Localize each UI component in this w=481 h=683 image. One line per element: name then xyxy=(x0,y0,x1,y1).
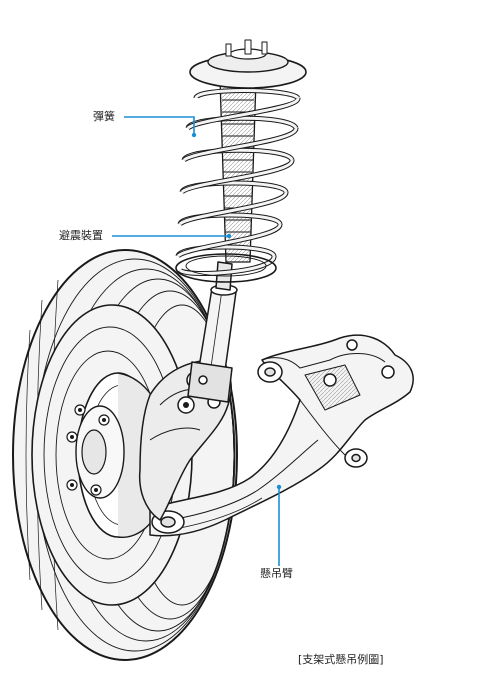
control-arm-leader-dot xyxy=(277,485,281,489)
label-control-arm: 懸吊臂 xyxy=(260,567,293,581)
coil-spring xyxy=(176,40,306,282)
label-spring: 彈簧 xyxy=(93,110,115,124)
spring-leader-dot xyxy=(192,133,196,137)
figure-caption: [支架式懸吊例圖] xyxy=(298,653,384,667)
shock-absorber-leader-dot xyxy=(227,234,231,238)
label-shock-absorber: 避震裝置 xyxy=(59,229,103,243)
spring-leader-line xyxy=(124,117,194,135)
